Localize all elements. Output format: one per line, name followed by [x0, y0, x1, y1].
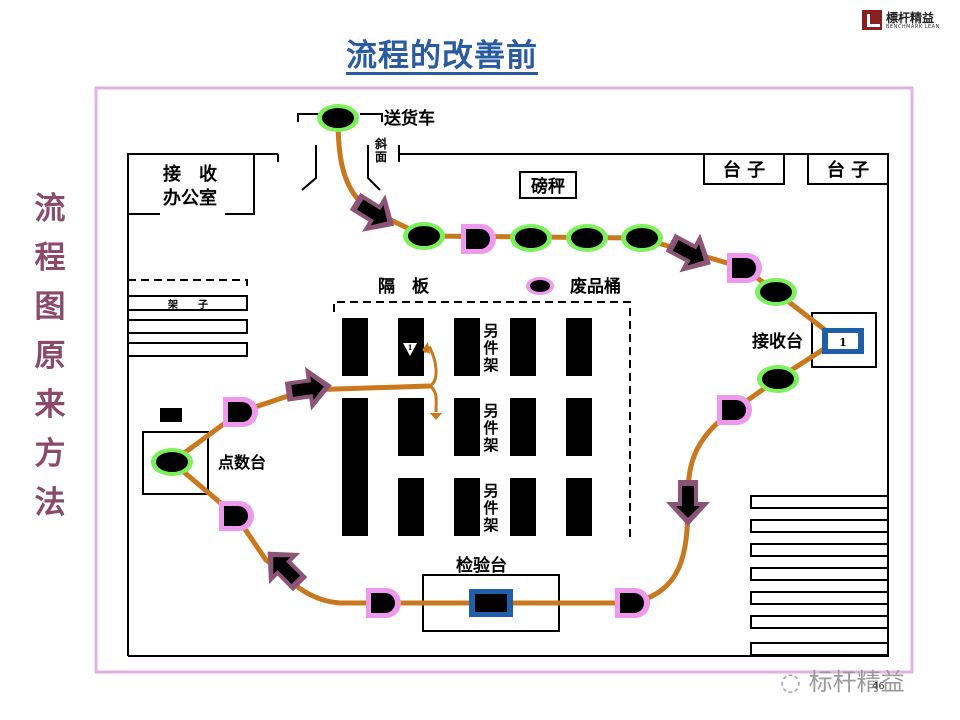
- delay-node: [717, 395, 752, 425]
- rack-label-char: 件: [483, 499, 498, 517]
- delay-node: [615, 588, 650, 618]
- side-title-char: 方: [34, 436, 66, 472]
- rack-bars: [342, 318, 592, 536]
- flow-branch-arrowhead-icon: [422, 342, 430, 354]
- operation-node: [510, 224, 552, 252]
- material-flow-path: [167, 117, 843, 606]
- operation-node: [403, 222, 445, 250]
- page-number: 46: [872, 681, 885, 692]
- transport-arrow: [666, 480, 710, 526]
- receiving-table-label: 接收台: [752, 331, 803, 352]
- watermark-text: 标杆精益: [808, 668, 905, 696]
- rack-label-char: 架: [482, 436, 498, 454]
- side-title-char: 程: [34, 240, 66, 276]
- operation-node: [621, 224, 663, 252]
- right-shelves: [750, 495, 889, 656]
- ramp-label: 面: [375, 150, 387, 164]
- scrap-bin-label: 废品桶: [570, 276, 621, 297]
- flow-branch-down: [429, 384, 438, 413]
- side-title-char: 来: [34, 387, 66, 423]
- operation-delivery-truck: [317, 104, 359, 132]
- watermark: ◌ 标杆精益: [780, 662, 905, 697]
- shelf-label: 架 子: [167, 298, 208, 311]
- slide-frame: [94, 86, 914, 674]
- transport-arrow: [660, 223, 722, 284]
- logo-mark-icon: [862, 10, 882, 30]
- receiving-table-station: 1: [822, 328, 864, 354]
- receiving-office-label: 接 收: [163, 163, 217, 185]
- side-title-char: 法: [34, 485, 66, 521]
- scale: 磅秤: [519, 171, 577, 199]
- delay-node: [727, 253, 762, 283]
- rack-label-char: 另: [483, 482, 498, 500]
- receiving-office: 接 收 办公室: [128, 153, 255, 215]
- rack-label-char: 架: [482, 356, 498, 374]
- scrap-bin: [526, 277, 554, 295]
- scale-label: 磅秤: [531, 176, 565, 197]
- rack-label-char: 另: [483, 402, 498, 420]
- delay-node: [219, 501, 254, 531]
- receiving-office-label: 办公室: [163, 187, 217, 209]
- side-title-char: 流: [34, 191, 66, 227]
- platform-2-label: 台 子: [827, 159, 869, 181]
- flow-branch-arrowhead-icon: [430, 413, 442, 420]
- side-title-char: 原: [34, 338, 66, 374]
- delay-node: [461, 224, 496, 254]
- partition-label: 隔 板: [378, 276, 430, 297]
- platform-1-label: 台 子: [723, 159, 765, 181]
- flow-branch-up: [423, 345, 438, 388]
- wechat-icon: ◌: [780, 668, 809, 696]
- rack-label-char: 架: [482, 516, 498, 534]
- storage-triangle-icon: 1: [403, 343, 417, 356]
- delivery-truck-label: 送货车: [384, 108, 435, 129]
- page-title: 流程的改善前: [346, 38, 538, 74]
- platform-1: 台 子: [703, 153, 785, 185]
- delay-node: [223, 397, 258, 427]
- delay-node: [366, 588, 401, 618]
- operation-node: [757, 365, 799, 393]
- platform-2: 台 子: [807, 153, 889, 185]
- operation-node: [755, 278, 797, 306]
- operation-counting: [151, 448, 193, 476]
- partition-outline: [333, 301, 631, 540]
- inspection-node: [469, 589, 513, 617]
- left-shelves: 架 子: [127, 279, 248, 357]
- inspection-table-label: 检验台: [456, 555, 507, 576]
- rack-label-char: 件: [483, 419, 498, 437]
- rack-label-char: 件: [483, 339, 498, 357]
- counting-marker: [160, 408, 182, 422]
- storage-marker: 1: [408, 343, 413, 352]
- side-title: 流 程 图 原 来 方 法: [28, 185, 72, 528]
- operation-node: [566, 224, 608, 252]
- rack-label-char: 另: [483, 322, 498, 340]
- logo-text: 標杆精益: [886, 11, 935, 25]
- logo-subtext: BENCHMARK LEAN: [886, 24, 940, 30]
- alt-parts-rack-label: 另 件 架 另 件 架 另 件 架: [482, 322, 498, 534]
- brand-logo: 標杆精益 BENCHMARK LEAN: [862, 10, 954, 34]
- side-title-char: 图: [34, 289, 66, 325]
- receiving-table-number: 1: [839, 336, 847, 349]
- transport-arrow: [283, 363, 335, 414]
- ramp-label: 斜: [374, 136, 387, 151]
- counting-table-label: 点数台: [218, 453, 266, 472]
